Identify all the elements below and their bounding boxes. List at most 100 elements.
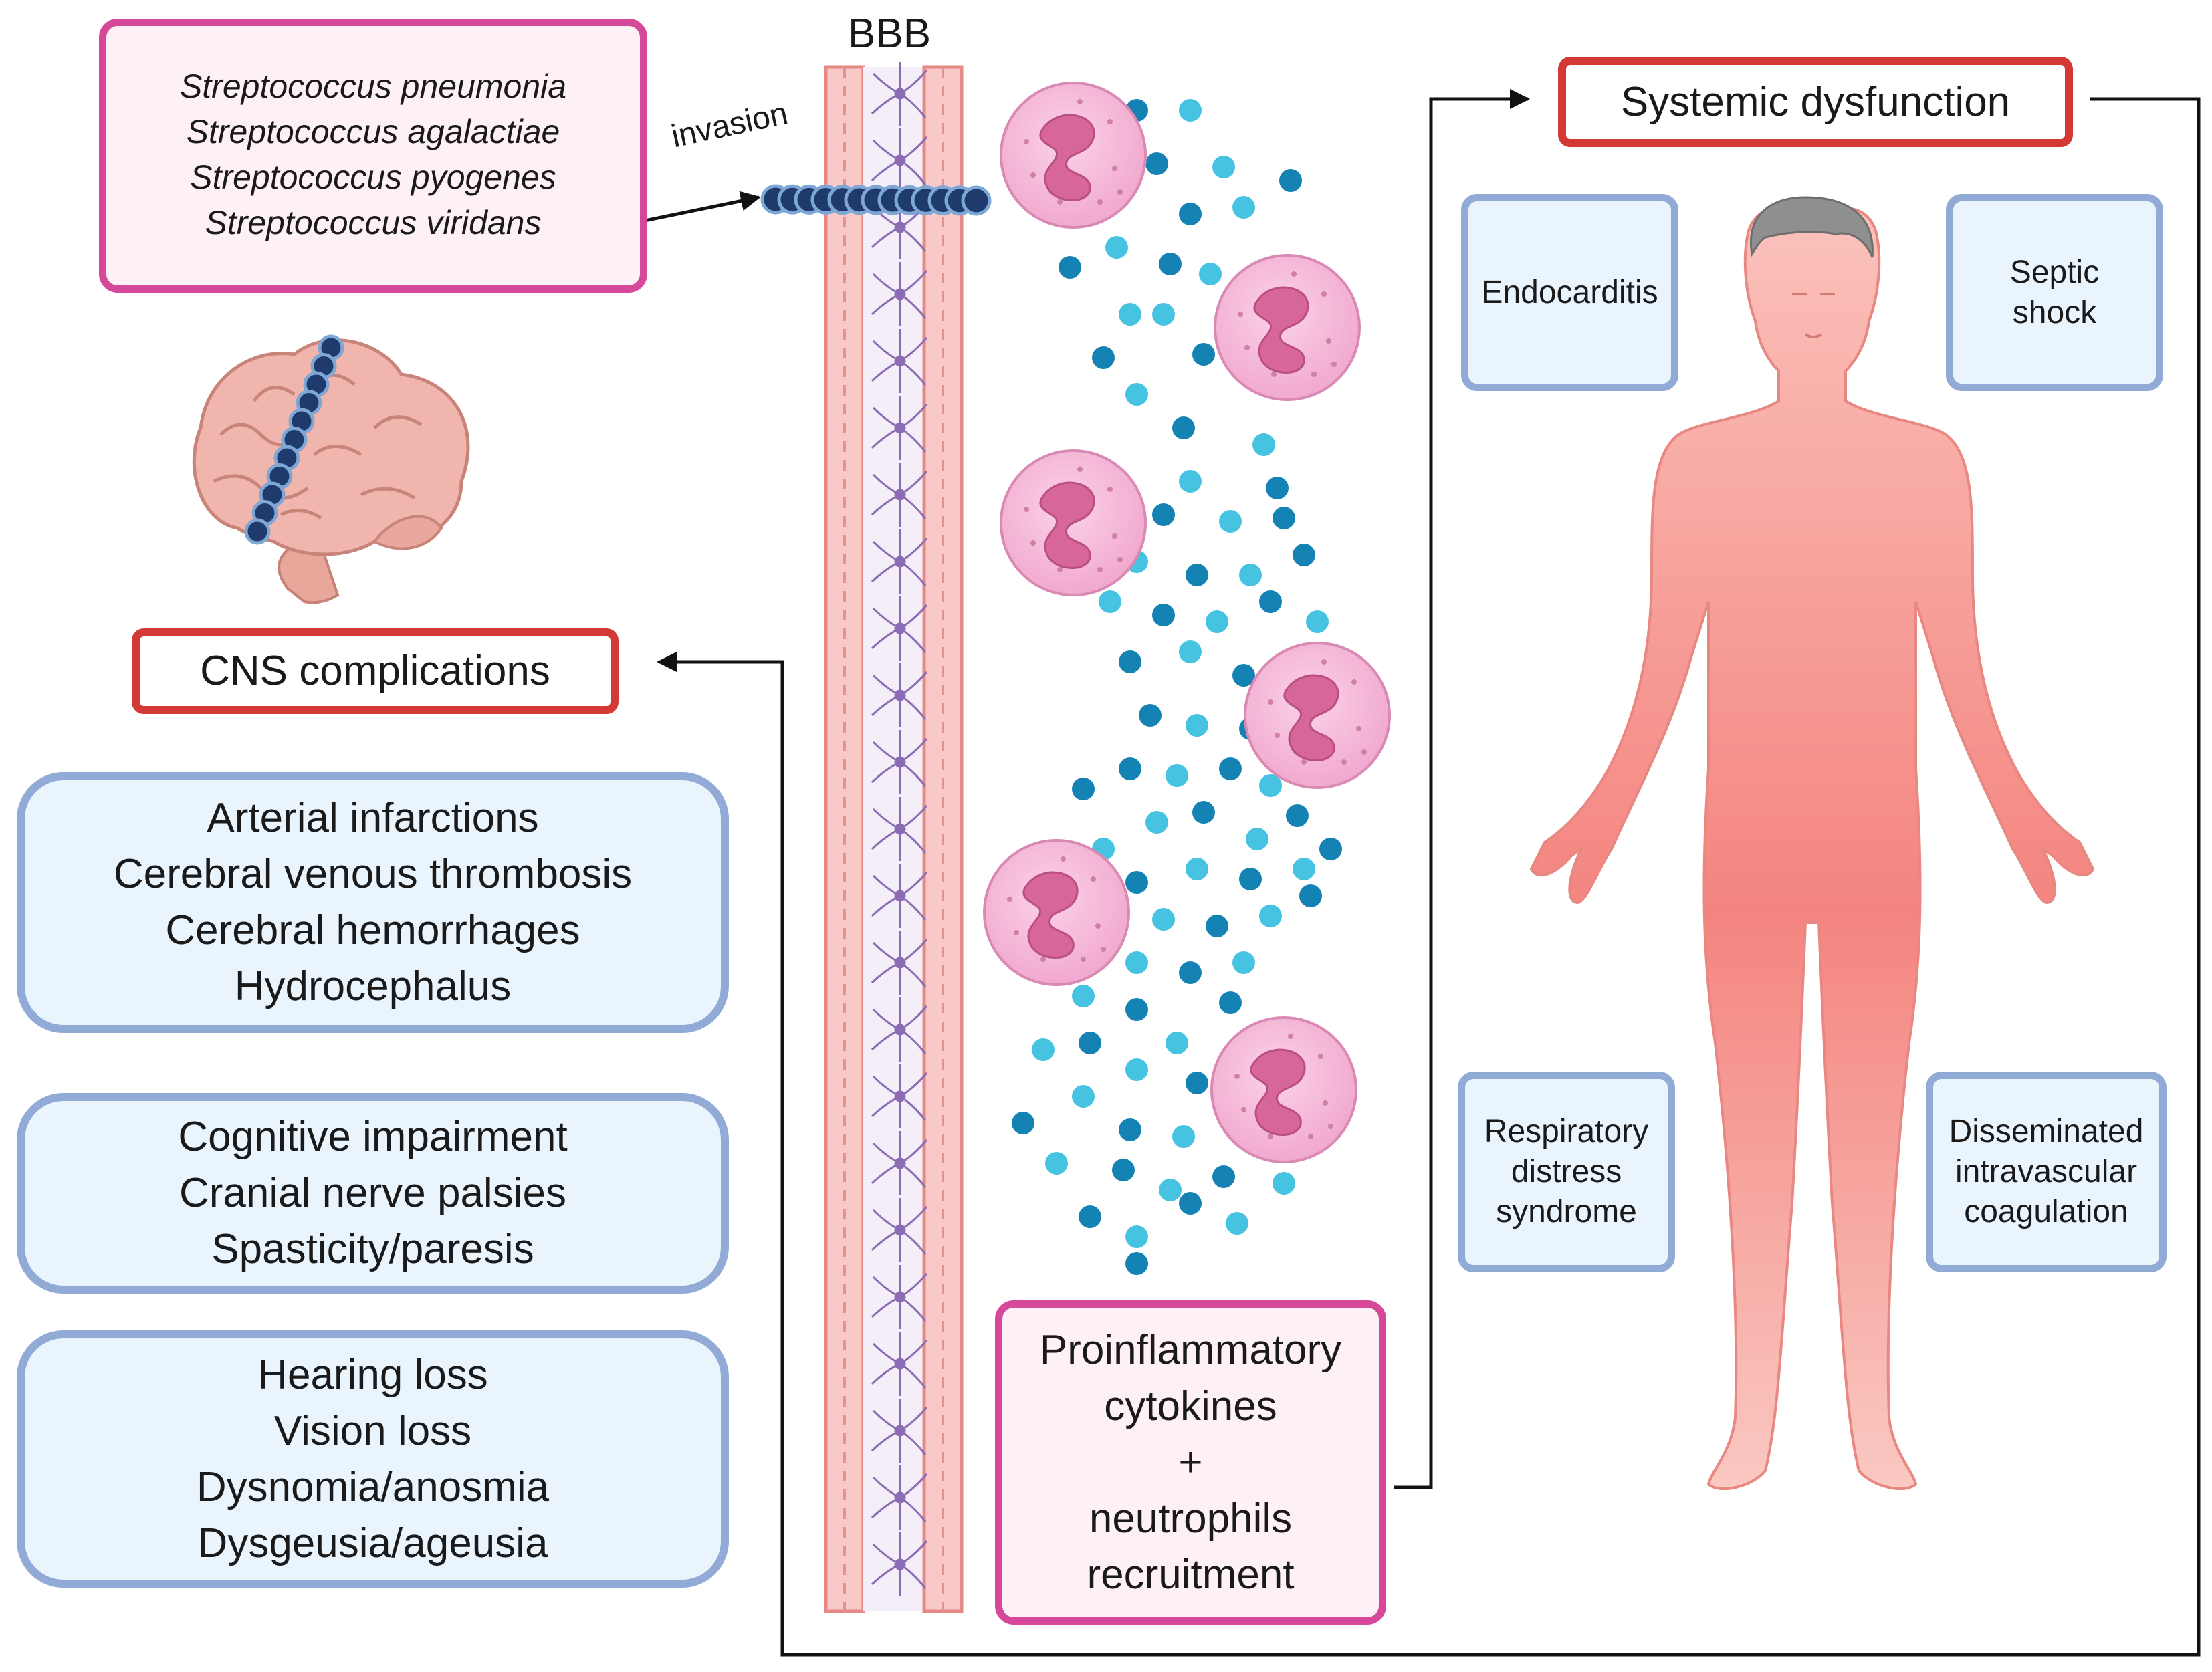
cns-group-neurologic: Cognitive impairment Cranial nerve palsi…	[17, 1093, 729, 1294]
cytokine	[1125, 871, 1148, 894]
cytokine	[1206, 915, 1228, 937]
respiratory-line: Respiratory	[1484, 1114, 1649, 1149]
species-1: Streptococcus pneumonia	[179, 68, 567, 105]
cytokine	[1219, 991, 1242, 1014]
inflammation-line: cytokines	[1104, 1383, 1277, 1429]
cytokine	[1145, 152, 1168, 175]
respiratory-line: distress	[1511, 1154, 1622, 1189]
cytokine	[1232, 664, 1255, 687]
dic-line: intravascular	[1955, 1154, 2138, 1189]
neutrophil	[1000, 82, 1147, 229]
cytokine	[1259, 590, 1282, 613]
cytokine	[1099, 590, 1121, 613]
inflammation-line: Proinflammatory	[1039, 1326, 1342, 1373]
cns-item: Cerebral hemorrhages	[165, 907, 580, 953]
dic-line: coagulation	[1964, 1194, 2128, 1229]
cytokine	[1226, 1212, 1248, 1235]
respiratory-distress-box: Respiratory distress syndrome	[1458, 1072, 1675, 1272]
cns-item: Dysnomia/anosmia	[196, 1463, 550, 1510]
cytokine	[1032, 1038, 1055, 1061]
inflammation-line: neutrophils	[1089, 1495, 1293, 1542]
inflammation-line: +	[1178, 1439, 1203, 1485]
cytokine	[1179, 1192, 1202, 1215]
cytokine	[1166, 1032, 1188, 1054]
cns-item: Cognitive impairment	[178, 1114, 568, 1160]
bacterium	[244, 518, 271, 545]
cytokine	[1186, 714, 1208, 737]
cytokine	[1159, 1179, 1182, 1201]
to-cns-arrow	[657, 97, 2201, 1657]
cytokine	[1119, 650, 1141, 673]
endocarditis-box: Endocarditis	[1461, 194, 1678, 391]
cns-item: Arterial infarctions	[207, 795, 539, 841]
cytokine	[1125, 1058, 1148, 1081]
respiratory-line: syndrome	[1496, 1194, 1637, 1229]
neutrophil	[1210, 1016, 1357, 1163]
bacteria-species-box: Streptococcus pneumonia Streptococcus ag…	[99, 19, 647, 293]
bbb-label: BBB	[848, 11, 931, 57]
cytokine	[1299, 884, 1322, 907]
cytokine	[1179, 470, 1202, 493]
cytokine	[1273, 507, 1295, 529]
cytokine	[1206, 610, 1228, 633]
cytokine	[1105, 236, 1128, 259]
cytokine	[1112, 1159, 1135, 1181]
cytokine	[1179, 961, 1202, 984]
cns-item: Dysgeusia/ageusia	[197, 1520, 548, 1566]
cns-item: Hydrocephalus	[234, 963, 512, 1009]
cytokine	[1219, 757, 1242, 780]
cytokine	[1012, 1112, 1034, 1134]
cytokine	[1239, 564, 1262, 586]
cytokine	[1293, 544, 1315, 566]
cytokine	[1246, 828, 1268, 850]
cytokine	[1159, 253, 1182, 275]
cytokine	[1125, 951, 1148, 974]
cytokine	[1079, 1032, 1101, 1054]
cytokine	[1259, 905, 1282, 927]
septic-shock-box: Septic shock	[1946, 194, 2163, 391]
cytokine	[1166, 764, 1188, 787]
species-2: Streptococcus agalactiae	[186, 113, 560, 150]
cytokine	[1199, 263, 1222, 285]
neutrophil-icon	[983, 82, 1391, 1163]
systemic-dysfunction-title: Systemic dysfunction	[1558, 57, 2073, 147]
septic-shock-line: Septic	[2009, 254, 2100, 290]
cytokine	[1186, 1072, 1208, 1094]
cytokine	[1172, 416, 1195, 439]
bacterium	[961, 185, 992, 216]
cns-item: Vision loss	[273, 1407, 472, 1454]
dic-box: Disseminated intravascular coagulation	[1926, 1072, 2167, 1272]
cytokine	[1119, 757, 1141, 780]
cytokine	[1125, 1252, 1148, 1275]
cns-complications-title: CNS complications	[132, 628, 619, 714]
cytokine	[1125, 998, 1148, 1021]
cytokine	[1179, 640, 1202, 663]
cytokine	[1179, 99, 1202, 122]
to-systemic-arrow	[1394, 89, 1530, 1489]
cytokine	[1279, 169, 1302, 192]
cytokine	[1079, 1205, 1101, 1228]
cytokine	[1179, 203, 1202, 225]
cytokine	[1232, 196, 1255, 219]
cytokine	[1059, 256, 1081, 279]
cytokine-icon	[1012, 99, 1342, 1275]
cytokine	[1252, 433, 1275, 456]
cns-title-text: CNS complications	[200, 648, 550, 694]
cytokine	[1232, 951, 1255, 974]
systemic-title-text: Systemic dysfunction	[1620, 78, 2011, 125]
cns-group-vascular: Arterial infarctions Cerebral venous thr…	[17, 772, 729, 1033]
cns-item: Hearing loss	[257, 1351, 488, 1398]
cytokine	[1152, 908, 1175, 931]
cytokine	[1192, 343, 1215, 366]
cytokine	[1266, 477, 1289, 499]
endocarditis-label: Endocarditis	[1481, 274, 1658, 310]
cytokine	[1239, 868, 1262, 890]
cytokine	[1212, 1165, 1235, 1188]
cns-item: Spasticity/paresis	[211, 1226, 534, 1272]
cytokine	[1119, 303, 1141, 326]
cytokine	[1152, 503, 1175, 526]
neutrophil	[983, 839, 1130, 986]
cytokine	[1192, 801, 1215, 824]
